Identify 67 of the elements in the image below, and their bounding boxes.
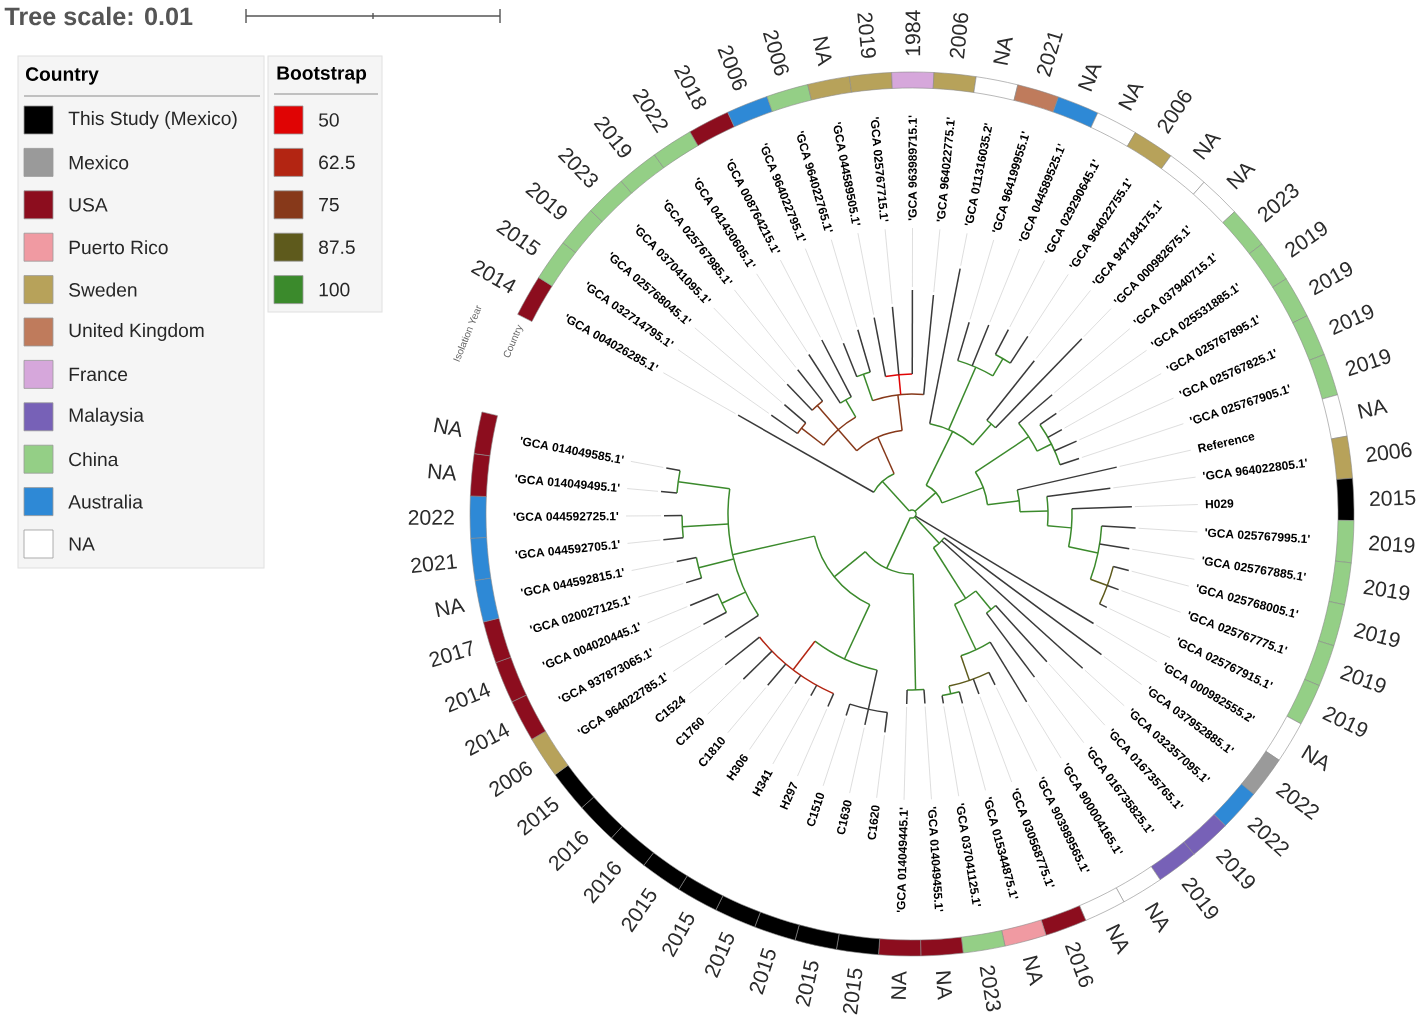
- legend-label: 50: [319, 113, 339, 127]
- year-label: NA: [435, 598, 466, 617]
- year-label: 2019: [1363, 579, 1410, 601]
- legend-label: 62.5: [319, 155, 355, 170]
- year-label: 2015: [1370, 490, 1416, 507]
- year-label: NA: [891, 971, 907, 999]
- legend-label: Australia: [68, 494, 143, 509]
- year-label: 2021: [1036, 32, 1063, 77]
- legend-label: Puerto Rico: [69, 240, 168, 255]
- year-label: NA: [1357, 399, 1388, 419]
- year-label: 2018: [673, 65, 707, 110]
- year-label: NA: [1077, 65, 1102, 92]
- legend-heading: Bootstrap: [277, 66, 367, 84]
- year-label: NA: [813, 36, 832, 67]
- legend-label: USA: [69, 198, 108, 212]
- year-label: 2023: [979, 965, 1001, 1012]
- year-label: 2006: [1366, 442, 1412, 463]
- legend-label: Mexico: [69, 155, 129, 170]
- year-label: NA: [1118, 84, 1144, 111]
- year-label: 1984: [905, 10, 921, 56]
- year-label: 2006: [949, 12, 969, 59]
- legend-label: China: [69, 452, 119, 467]
- year-label: NA: [1226, 163, 1256, 190]
- year-label: NA: [993, 37, 1013, 66]
- legend-label: France: [69, 367, 128, 382]
- year-label: 2019: [1345, 349, 1391, 377]
- year-label: 2016: [1064, 942, 1094, 988]
- year-label: NA: [1105, 923, 1129, 955]
- year-label: 2019: [1322, 706, 1368, 737]
- year-label: 2019: [1339, 665, 1386, 693]
- year-label: 2019: [1368, 535, 1415, 553]
- year-label: 2022: [408, 509, 454, 525]
- year-label: 2014: [470, 260, 516, 294]
- year-label: 2015: [705, 931, 734, 979]
- year-label: NA: [1301, 744, 1328, 772]
- legend-label: Sweden: [69, 282, 137, 297]
- year-label: 2017: [429, 640, 472, 668]
- year-label: 2006: [489, 761, 532, 798]
- legend-label: This Study (Mexico): [68, 111, 237, 129]
- year-label: 2019: [1329, 304, 1374, 335]
- year-label: 2019: [1353, 623, 1400, 647]
- year-label: NA: [1022, 955, 1043, 987]
- year-label: 2019: [857, 12, 876, 58]
- year-label: 2015: [749, 948, 776, 995]
- legend-label: 75: [319, 198, 339, 212]
- legend-label: United Kingdom: [69, 323, 204, 341]
- year-label: 2015: [842, 968, 863, 1015]
- legend-heading: Country: [26, 67, 99, 85]
- year-label: 2006: [762, 30, 789, 76]
- year-label: NA: [434, 417, 462, 438]
- year-label: NA: [1144, 901, 1169, 934]
- scale-label: Tree scale: 0.01: [4, 6, 193, 26]
- year-label: NA: [1192, 133, 1222, 160]
- legend-label: 100: [319, 282, 350, 297]
- year-label: 2015: [795, 960, 819, 1007]
- year-label: 2006: [717, 45, 747, 91]
- year-label: 2015: [662, 911, 695, 958]
- legend-label: 87.5: [319, 240, 355, 254]
- legend-label: Malaysia: [69, 407, 144, 426]
- year-label: 2014: [445, 682, 491, 713]
- legend-label: NA: [69, 537, 95, 551]
- year-label: NA: [428, 463, 456, 481]
- year-label: NA: [935, 971, 952, 1000]
- year-label: 2014: [465, 722, 510, 756]
- year-label: 2019: [1309, 262, 1353, 296]
- year-label: 2015: [496, 220, 541, 255]
- year-label: 2021: [411, 554, 457, 573]
